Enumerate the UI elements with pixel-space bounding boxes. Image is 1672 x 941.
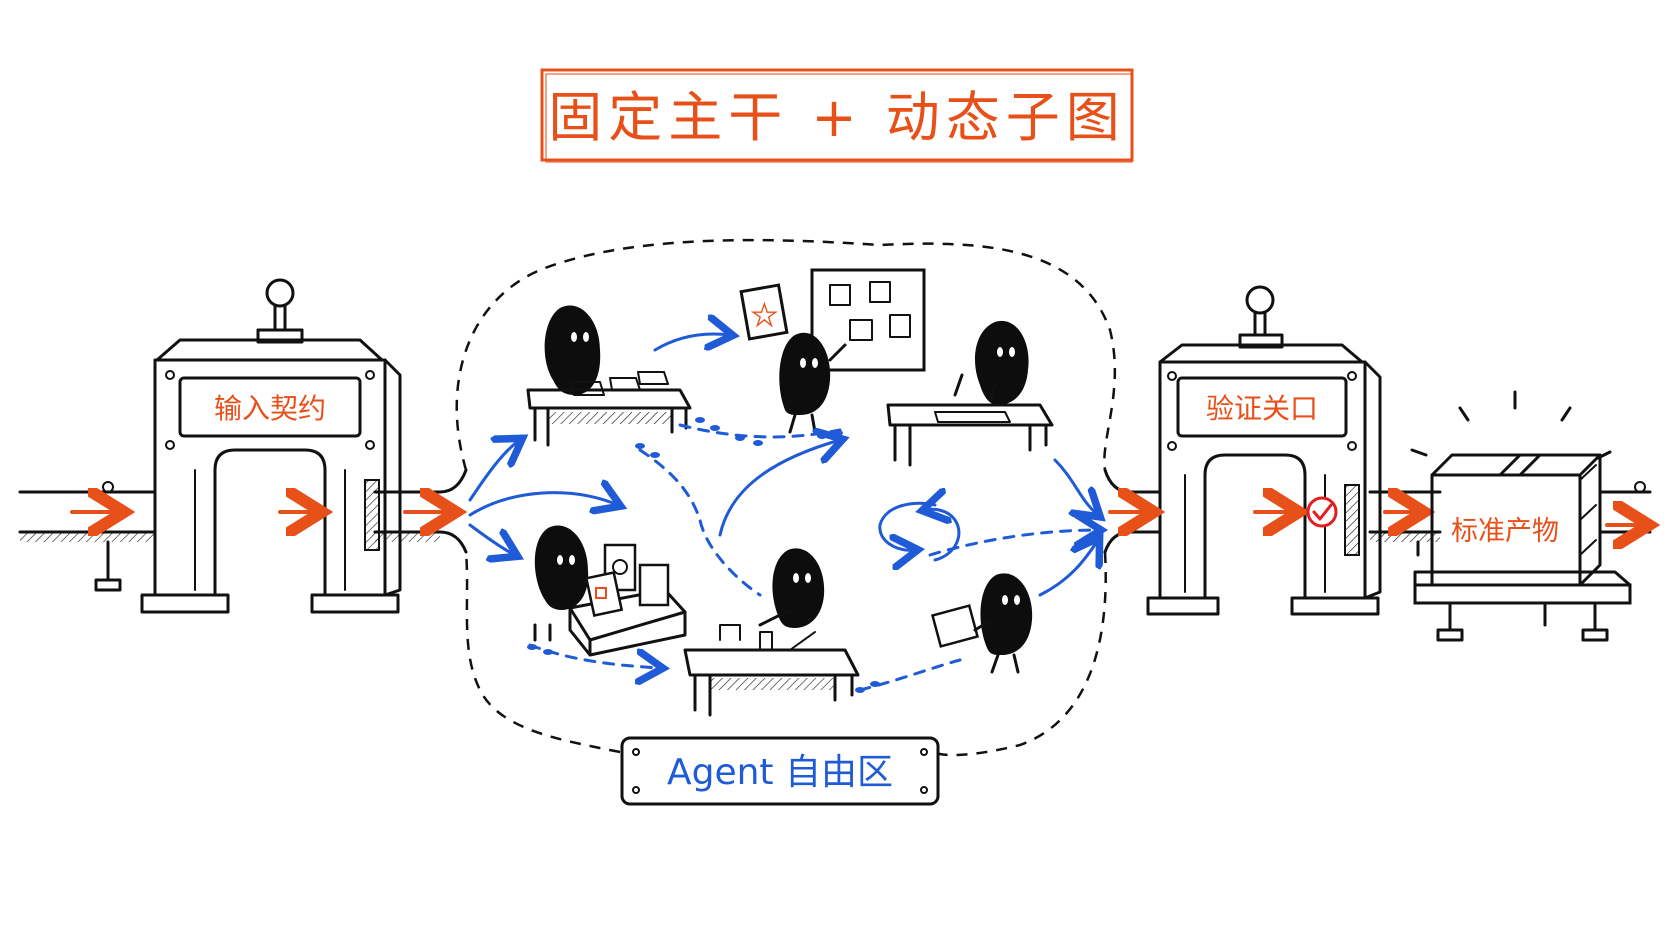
- title-box: 固定主干 + 动态子图: [540, 68, 1134, 163]
- agent-bottom-right: [930, 573, 1033, 674]
- agent-bottom-center: [683, 548, 860, 717]
- agent-blob: [544, 305, 601, 395]
- product-label: 标准产物: [1451, 516, 1559, 547]
- input-gate-label: 输入契约: [214, 392, 326, 425]
- agent-blob: [534, 525, 589, 610]
- agent-blob: [975, 320, 1029, 405]
- workbench: [526, 388, 692, 410]
- agent-zone-label: Agent 自由区: [667, 752, 893, 793]
- star-card: [739, 283, 789, 341]
- agent-blob: [772, 548, 825, 628]
- agent-bottom-left: [533, 525, 687, 657]
- cycle-icon: [878, 503, 961, 560]
- workbench: [886, 403, 1054, 427]
- agent-top-right: [886, 320, 1054, 467]
- agent-blob: [980, 573, 1033, 655]
- agent-zone-plate: [620, 736, 940, 806]
- flow-arrow-icon: [468, 523, 515, 555]
- agent-top-left: [526, 305, 692, 447]
- verify-gate: 验证关口: [1108, 285, 1420, 616]
- agent-blob: [779, 332, 831, 415]
- agent-flows: [468, 334, 1098, 693]
- agent-zone: Agent 自由区: [455, 238, 1117, 806]
- backbone-pipe: [18, 468, 1652, 592]
- flow-arrow-icon: [468, 493, 618, 517]
- flow-arrow-icon: [468, 440, 520, 502]
- product-box: 标准产物: [1410, 390, 1645, 642]
- verify-gate-plate: [1176, 376, 1348, 438]
- input-gate: 输入契约: [70, 278, 452, 614]
- workbench: [683, 648, 860, 677]
- flow-arrow-icon: [718, 440, 840, 537]
- agent-top-board: [739, 268, 926, 434]
- footprints-icon: [527, 417, 880, 693]
- star-icon: [750, 301, 778, 328]
- check-icon: [1306, 496, 1338, 528]
- flow-arrow-icon: [1053, 458, 1098, 515]
- flow-arrow-icon: [653, 334, 730, 352]
- note-card: [930, 604, 980, 648]
- flow-arrow-icon: [1038, 540, 1098, 597]
- input-gate-plate: [178, 376, 362, 438]
- verify-gate-label: 验证关口: [1206, 392, 1318, 425]
- page-title: 固定主干 + 动态子图: [548, 86, 1126, 149]
